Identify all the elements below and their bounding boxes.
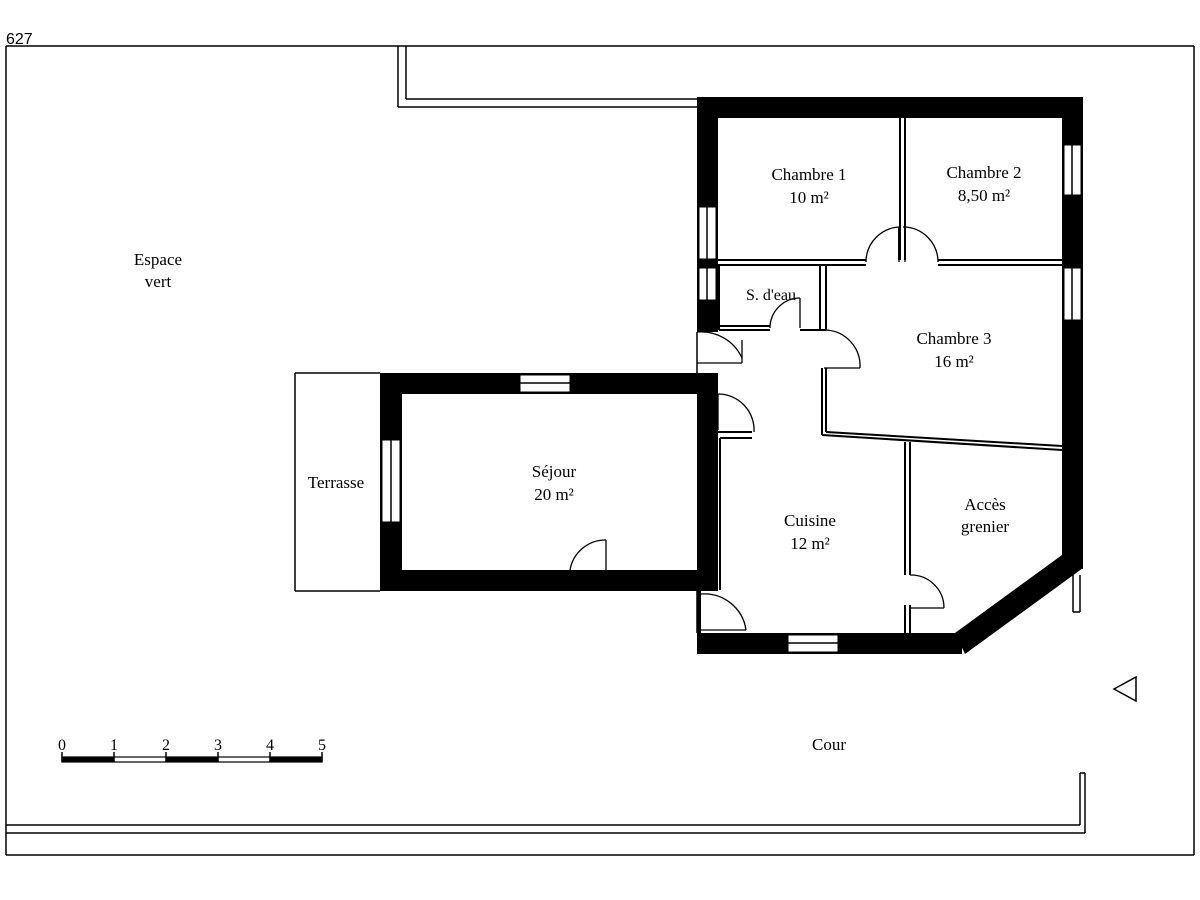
plot-reference: 627 (6, 31, 33, 48)
green-space-label-line2: vert (145, 272, 172, 291)
chambre1-area: 10 m² (789, 188, 829, 207)
salle-eau-name: S. d'eau (746, 287, 796, 304)
green-space-label-line1: Espace (134, 250, 182, 269)
exterior-walls (380, 97, 1083, 654)
labels: Espace vert Terrasse Chambre 1 10 m² Cha… (134, 163, 1022, 754)
chambre2-area: 8,50 m² (958, 186, 1010, 205)
scale-tick-1: 1 (110, 737, 118, 754)
scale-tick-4: 4 (266, 737, 274, 754)
scale-tick-5: 5 (318, 737, 326, 754)
acces-grenier-line2: grenier (961, 517, 1009, 536)
terrace-label: Terrasse (308, 473, 364, 492)
scale-bar: 0 1 2 3 4 5 (58, 737, 326, 763)
terrace-outline (294, 372, 380, 592)
plot-boundary (5, 45, 1195, 856)
chambre2-name: Chambre 2 (946, 163, 1021, 182)
scale-tick-2: 2 (162, 737, 170, 754)
sejour-name: Séjour (532, 462, 577, 481)
triangle-left-icon (1112, 675, 1137, 703)
scale-tick-0: 0 (58, 737, 66, 754)
chambre1-name: Chambre 1 (771, 165, 846, 184)
cuisine-name: Cuisine (784, 511, 836, 530)
cuisine-area: 12 m² (790, 534, 830, 553)
chambre3-name: Chambre 3 (916, 329, 991, 348)
doors (569, 226, 945, 631)
acces-grenier-line1: Accès (964, 495, 1006, 514)
courtyard-label: Cour (812, 735, 846, 754)
interior-walls (696, 118, 1063, 633)
scale-tick-3: 3 (214, 737, 222, 754)
sejour-area: 20 m² (534, 485, 574, 504)
windows (381, 144, 1082, 653)
chambre3-area: 16 m² (934, 352, 974, 371)
